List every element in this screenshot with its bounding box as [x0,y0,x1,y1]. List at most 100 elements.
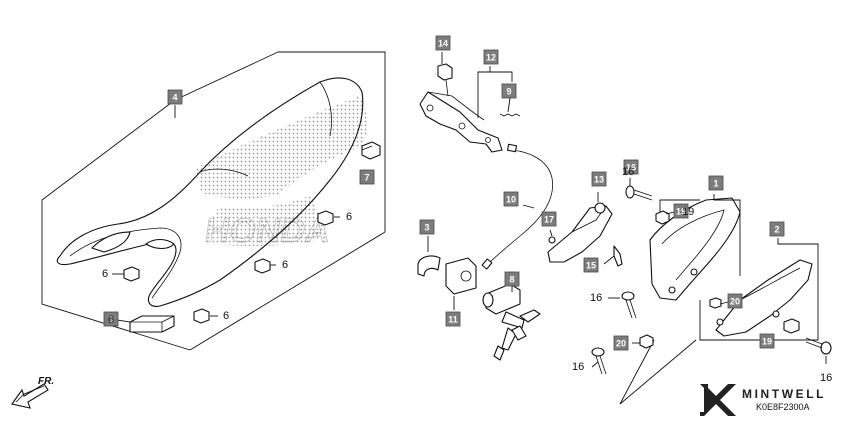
callout-number-16: 16 [590,292,602,304]
part-tag-label: 15 [586,261,596,271]
part-tag-label: 4 [172,93,177,103]
bolt-right [805,337,832,355]
part-tag-label: 19 [762,337,772,347]
bolts [591,185,832,375]
part-tag-label: 20 [730,297,740,307]
part-tag-box [727,293,743,309]
part-tag-10: 10 [503,191,519,207]
part-tag-box [708,175,724,191]
callout-number-6: 6 [223,310,229,322]
part-tag-box [435,35,451,51]
part-tag-11: 11 [445,311,461,327]
part-tag-label: 11 [448,315,458,325]
seat-group-frame [41,51,386,351]
cowl-bracket [547,192,623,267]
part-tag-12: 12 [483,49,499,65]
callout-number-6: 6 [108,314,114,326]
seat-leaders [112,216,340,323]
part-tag-label: 16 [626,163,636,173]
part-tag-13: 13 [591,171,607,187]
part-tag-15: 15 [583,257,599,273]
seat-lock [482,283,541,361]
part-tag-box [483,49,499,65]
part-tag-label: 5 [108,315,113,325]
part-tag-8: 8 [504,271,520,287]
mintwell-logo: MINTWELL [700,384,826,416]
cushion-d [193,308,210,324]
part-tag-19: 19 [759,333,775,349]
part-tag-16: 16 [623,159,639,175]
front-direction-arrow: FR. [11,376,54,409]
brand-name: MINTWELL [742,387,826,401]
callout-number-16: 16 [820,372,832,384]
part-tag-box [769,221,785,237]
part-tag-label: 3 [424,223,429,233]
side-cover-2-group [699,238,819,341]
part-tag-box [541,211,557,227]
part-tag-2: 2 [769,221,785,237]
front-indicator-label: FR. [38,376,54,387]
part-tag-box [759,333,775,349]
bolt-lower [591,347,607,375]
seat-lock-cable [481,143,554,270]
part-tag-3: 3 [419,219,435,235]
callout-numbers: 6 6 6 6 6 16 16 16 16 19 [102,166,832,384]
part-tag-box [503,191,519,207]
part-tag-7: 7 [359,169,375,185]
part-tag-17: 17 [541,211,557,227]
cushion-c [123,266,140,282]
side-cover-1-group [619,194,741,405]
part-tag-box [673,203,689,219]
cable-clip [417,236,441,277]
part-tag-label: 20 [616,339,626,349]
cushion-7 [361,141,381,160]
part-tag-label: 8 [509,275,514,285]
seat [56,77,364,307]
rubber-cushions [123,141,381,333]
bolt-upper [625,185,653,201]
diagram-code: K0E8F2300A [756,402,810,412]
part-tag-label: 1 [713,179,718,189]
part-tag-label: 12 [486,53,496,63]
lock-holder [445,257,477,310]
part-tag-20: 20 [727,293,743,309]
callout-number-6: 6 [282,259,288,271]
callout-number-6: 6 [102,268,108,280]
callout-number-19: 19 [682,206,694,218]
part-tag-5: 5 [103,311,119,327]
part-tag-1: 1 [708,175,724,191]
callout-number-16: 16 [572,361,584,373]
part-tag-label: 10 [506,195,516,205]
grommets [639,210,670,349]
part-tag-box [167,89,183,105]
part-tag-box [103,311,119,327]
bolt-middle [621,291,637,319]
callout-number-16: 16 [622,166,634,178]
part-tag-box [504,271,520,287]
part-tag-box [623,159,639,175]
part-tag-box [613,335,629,351]
part-tag-box [501,83,517,99]
cushion-b [254,258,271,274]
part-tag-box [583,257,599,273]
callout-number-6: 6 [346,211,352,223]
part-tag-box [359,169,375,185]
part-tag-box [591,171,607,187]
seat-latch-bracket [419,63,521,153]
part-tag-label: 19 [676,207,686,217]
cushion-a [317,210,334,226]
part-tag-box [445,311,461,327]
part-tag-19: 19 [673,203,689,219]
part-tag-label: 2 [774,225,779,235]
part-tag-label: 13 [594,175,604,185]
rubber-block-5 [129,315,175,333]
part-tag-4: 4 [167,89,183,105]
part-tag-9: 9 [501,83,517,99]
part-tag-20: 20 [613,335,629,351]
part-tag-label: 17 [544,215,554,225]
part-tag-box [419,219,435,235]
part-tag-label: 9 [506,87,511,97]
part-tag-label: 14 [438,39,448,49]
